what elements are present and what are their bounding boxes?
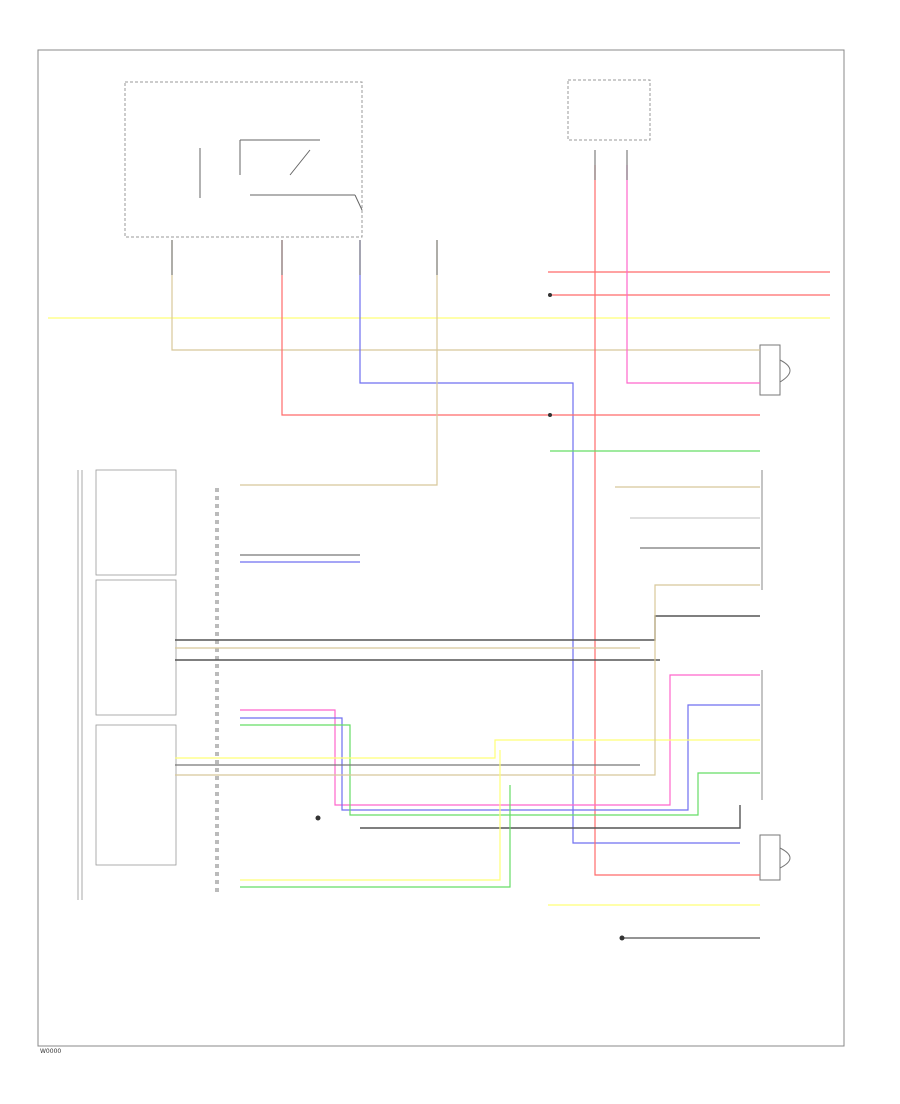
connector-pin xyxy=(215,680,219,684)
connector-pin xyxy=(215,864,219,868)
connector-pin xyxy=(215,832,219,836)
connector-pin-column xyxy=(215,488,219,892)
diagram-frame xyxy=(37,49,845,1047)
connector-pin xyxy=(215,784,219,788)
connector-pin xyxy=(215,624,219,628)
wire-dark-3 xyxy=(360,805,741,829)
footer-code: W0000 xyxy=(40,1048,61,1055)
connector-pin xyxy=(215,592,219,596)
connector-pin xyxy=(215,512,219,516)
connector-pin xyxy=(215,720,219,724)
connector-pin xyxy=(215,808,219,812)
connector-pin xyxy=(215,776,219,780)
connector-pin xyxy=(215,848,219,852)
connector-pin xyxy=(215,816,219,820)
connector-pin xyxy=(215,696,219,700)
lamp-socket-upper xyxy=(759,344,791,396)
connector-pin xyxy=(215,744,219,748)
connector-pin xyxy=(215,608,219,612)
connector-pin xyxy=(215,536,219,540)
wire-red-3 xyxy=(594,165,760,876)
wire-tan-5 xyxy=(175,584,760,776)
wire-dark-1 xyxy=(175,615,760,641)
connector-pin xyxy=(215,528,219,532)
relay-switch-icon xyxy=(289,149,311,176)
wire-tan-2 xyxy=(240,240,438,486)
ground-icon xyxy=(315,293,625,941)
connector-pin xyxy=(215,584,219,588)
connector-pin xyxy=(215,752,219,756)
connector-pin xyxy=(215,496,219,500)
connector-pin xyxy=(215,640,219,644)
connector-pin xyxy=(215,560,219,564)
connector-pin xyxy=(215,760,219,764)
connector-pin xyxy=(215,656,219,660)
wire-blue-3 xyxy=(240,704,760,811)
headlight-control-module xyxy=(77,469,177,900)
fuse-box-right xyxy=(567,79,651,141)
connector-pin xyxy=(215,648,219,652)
wire-harness xyxy=(48,150,830,939)
connector-pin xyxy=(215,504,219,508)
wire-green-3 xyxy=(240,785,511,888)
wire-tan-1 xyxy=(171,240,760,351)
connector-pin xyxy=(215,800,219,804)
connector-pin xyxy=(215,568,219,572)
wire-green-2 xyxy=(240,724,760,816)
connector-pin xyxy=(215,488,219,492)
connector-pin xyxy=(215,672,219,676)
connector-pin xyxy=(215,704,219,708)
connector-pin xyxy=(215,520,219,524)
connector-pin xyxy=(215,824,219,828)
connector-pin xyxy=(215,768,219,772)
connector-pin xyxy=(215,792,219,796)
fuse-relay-box xyxy=(124,81,363,238)
connector-pin xyxy=(215,576,219,580)
connector-pin xyxy=(215,888,219,892)
connector-pin xyxy=(215,840,219,844)
connector-pin xyxy=(215,736,219,740)
connector-pin xyxy=(215,664,219,668)
wire-red-2 xyxy=(281,240,760,416)
connector-pin xyxy=(215,552,219,556)
wire-pink-1 xyxy=(626,165,760,384)
connector-pin xyxy=(215,712,219,716)
connector-pin xyxy=(215,728,219,732)
wire-blue-1 xyxy=(359,240,740,844)
connector-pin xyxy=(215,616,219,620)
connector-pin xyxy=(215,872,219,876)
connector-pin xyxy=(215,600,219,604)
connector-pin xyxy=(215,544,219,548)
wire-yellow-2 xyxy=(175,739,760,759)
wire-yellow-3 xyxy=(240,750,501,881)
connector-pin xyxy=(215,856,219,860)
lamp-socket-lower xyxy=(759,834,791,881)
connector-pin xyxy=(215,688,219,692)
connector-pin xyxy=(215,880,219,884)
wire-pink-2 xyxy=(240,674,760,806)
connector-pin xyxy=(215,632,219,636)
